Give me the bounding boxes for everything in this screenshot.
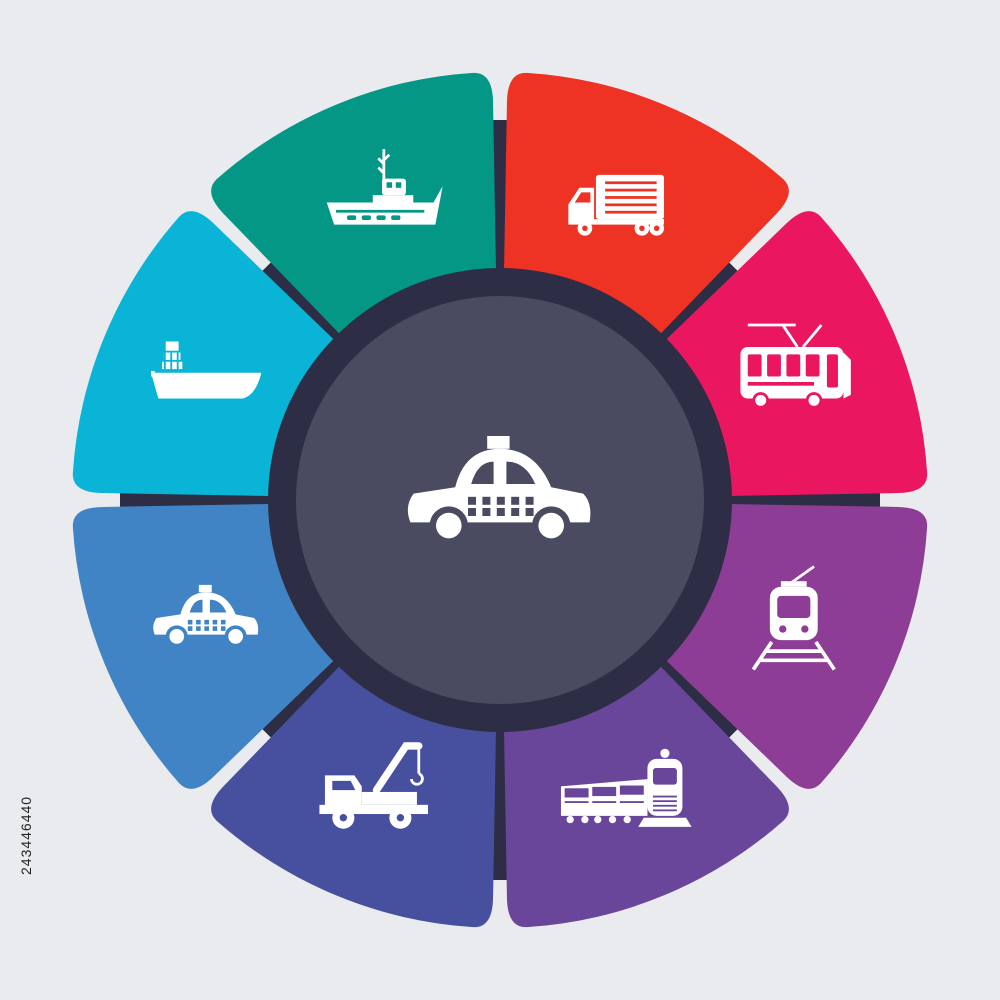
fishing-boat-icon bbox=[326, 149, 443, 225]
stock-id-text: 243446440 bbox=[18, 795, 34, 875]
wheel-segment-shape bbox=[72, 503, 341, 789]
taxi-car-icon bbox=[153, 584, 259, 648]
wheel-segment bbox=[659, 503, 928, 789]
trolleybus-icon bbox=[740, 323, 851, 409]
wheel-segment bbox=[72, 211, 341, 497]
delivery-truck-icon bbox=[568, 174, 665, 236]
wheel-segment-shape bbox=[659, 503, 928, 789]
taxi-car-icon bbox=[407, 436, 591, 545]
wheel-segment-shape bbox=[72, 211, 341, 497]
cargo-ship-icon bbox=[151, 341, 262, 399]
passenger-train-icon bbox=[560, 748, 692, 827]
tram-icon bbox=[751, 565, 836, 671]
tow-truck-icon bbox=[319, 742, 428, 829]
wheel-segment bbox=[72, 503, 341, 789]
